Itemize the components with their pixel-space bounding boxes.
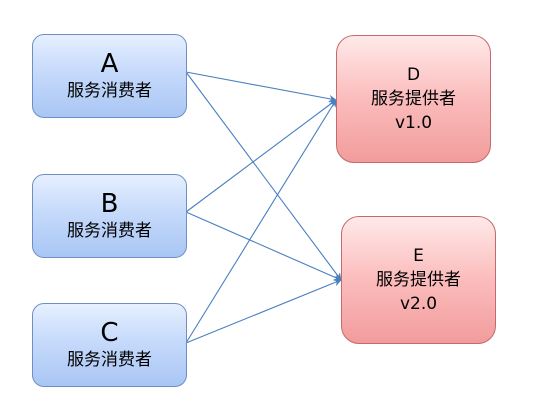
consumer-c-label: 服务消费者 <box>67 350 152 370</box>
consumer-node-c: C 服务消费者 <box>32 303 187 387</box>
provider-e-label: 服务提供者 <box>376 270 461 290</box>
consumer-a-letter: A <box>100 49 119 79</box>
consumer-b-label: 服务消费者 <box>67 221 152 241</box>
provider-d-version: v1.0 <box>394 113 433 133</box>
consumer-node-a: A 服务消费者 <box>32 34 187 118</box>
provider-node-e: E 服务提供者 v2.0 <box>341 216 496 344</box>
consumer-node-b: B 服务消费者 <box>32 174 187 258</box>
edge-b-to-e <box>185 211 342 281</box>
provider-d-letter: D <box>406 65 421 85</box>
edge-c-to-d <box>185 99 337 344</box>
edge-c-to-e <box>185 279 342 344</box>
consumer-b-letter: B <box>100 189 119 219</box>
consumer-a-label: 服务消费者 <box>67 81 152 101</box>
edge-b-to-d <box>185 99 337 213</box>
provider-node-d: D 服务提供者 v1.0 <box>336 35 491 163</box>
provider-e-letter: E <box>413 246 424 266</box>
edge-a-to-d <box>185 71 337 103</box>
consumer-c-letter: C <box>100 318 119 348</box>
provider-e-version: v2.0 <box>399 294 438 314</box>
provider-d-label: 服务提供者 <box>371 89 456 109</box>
edge-a-to-e <box>185 71 342 281</box>
